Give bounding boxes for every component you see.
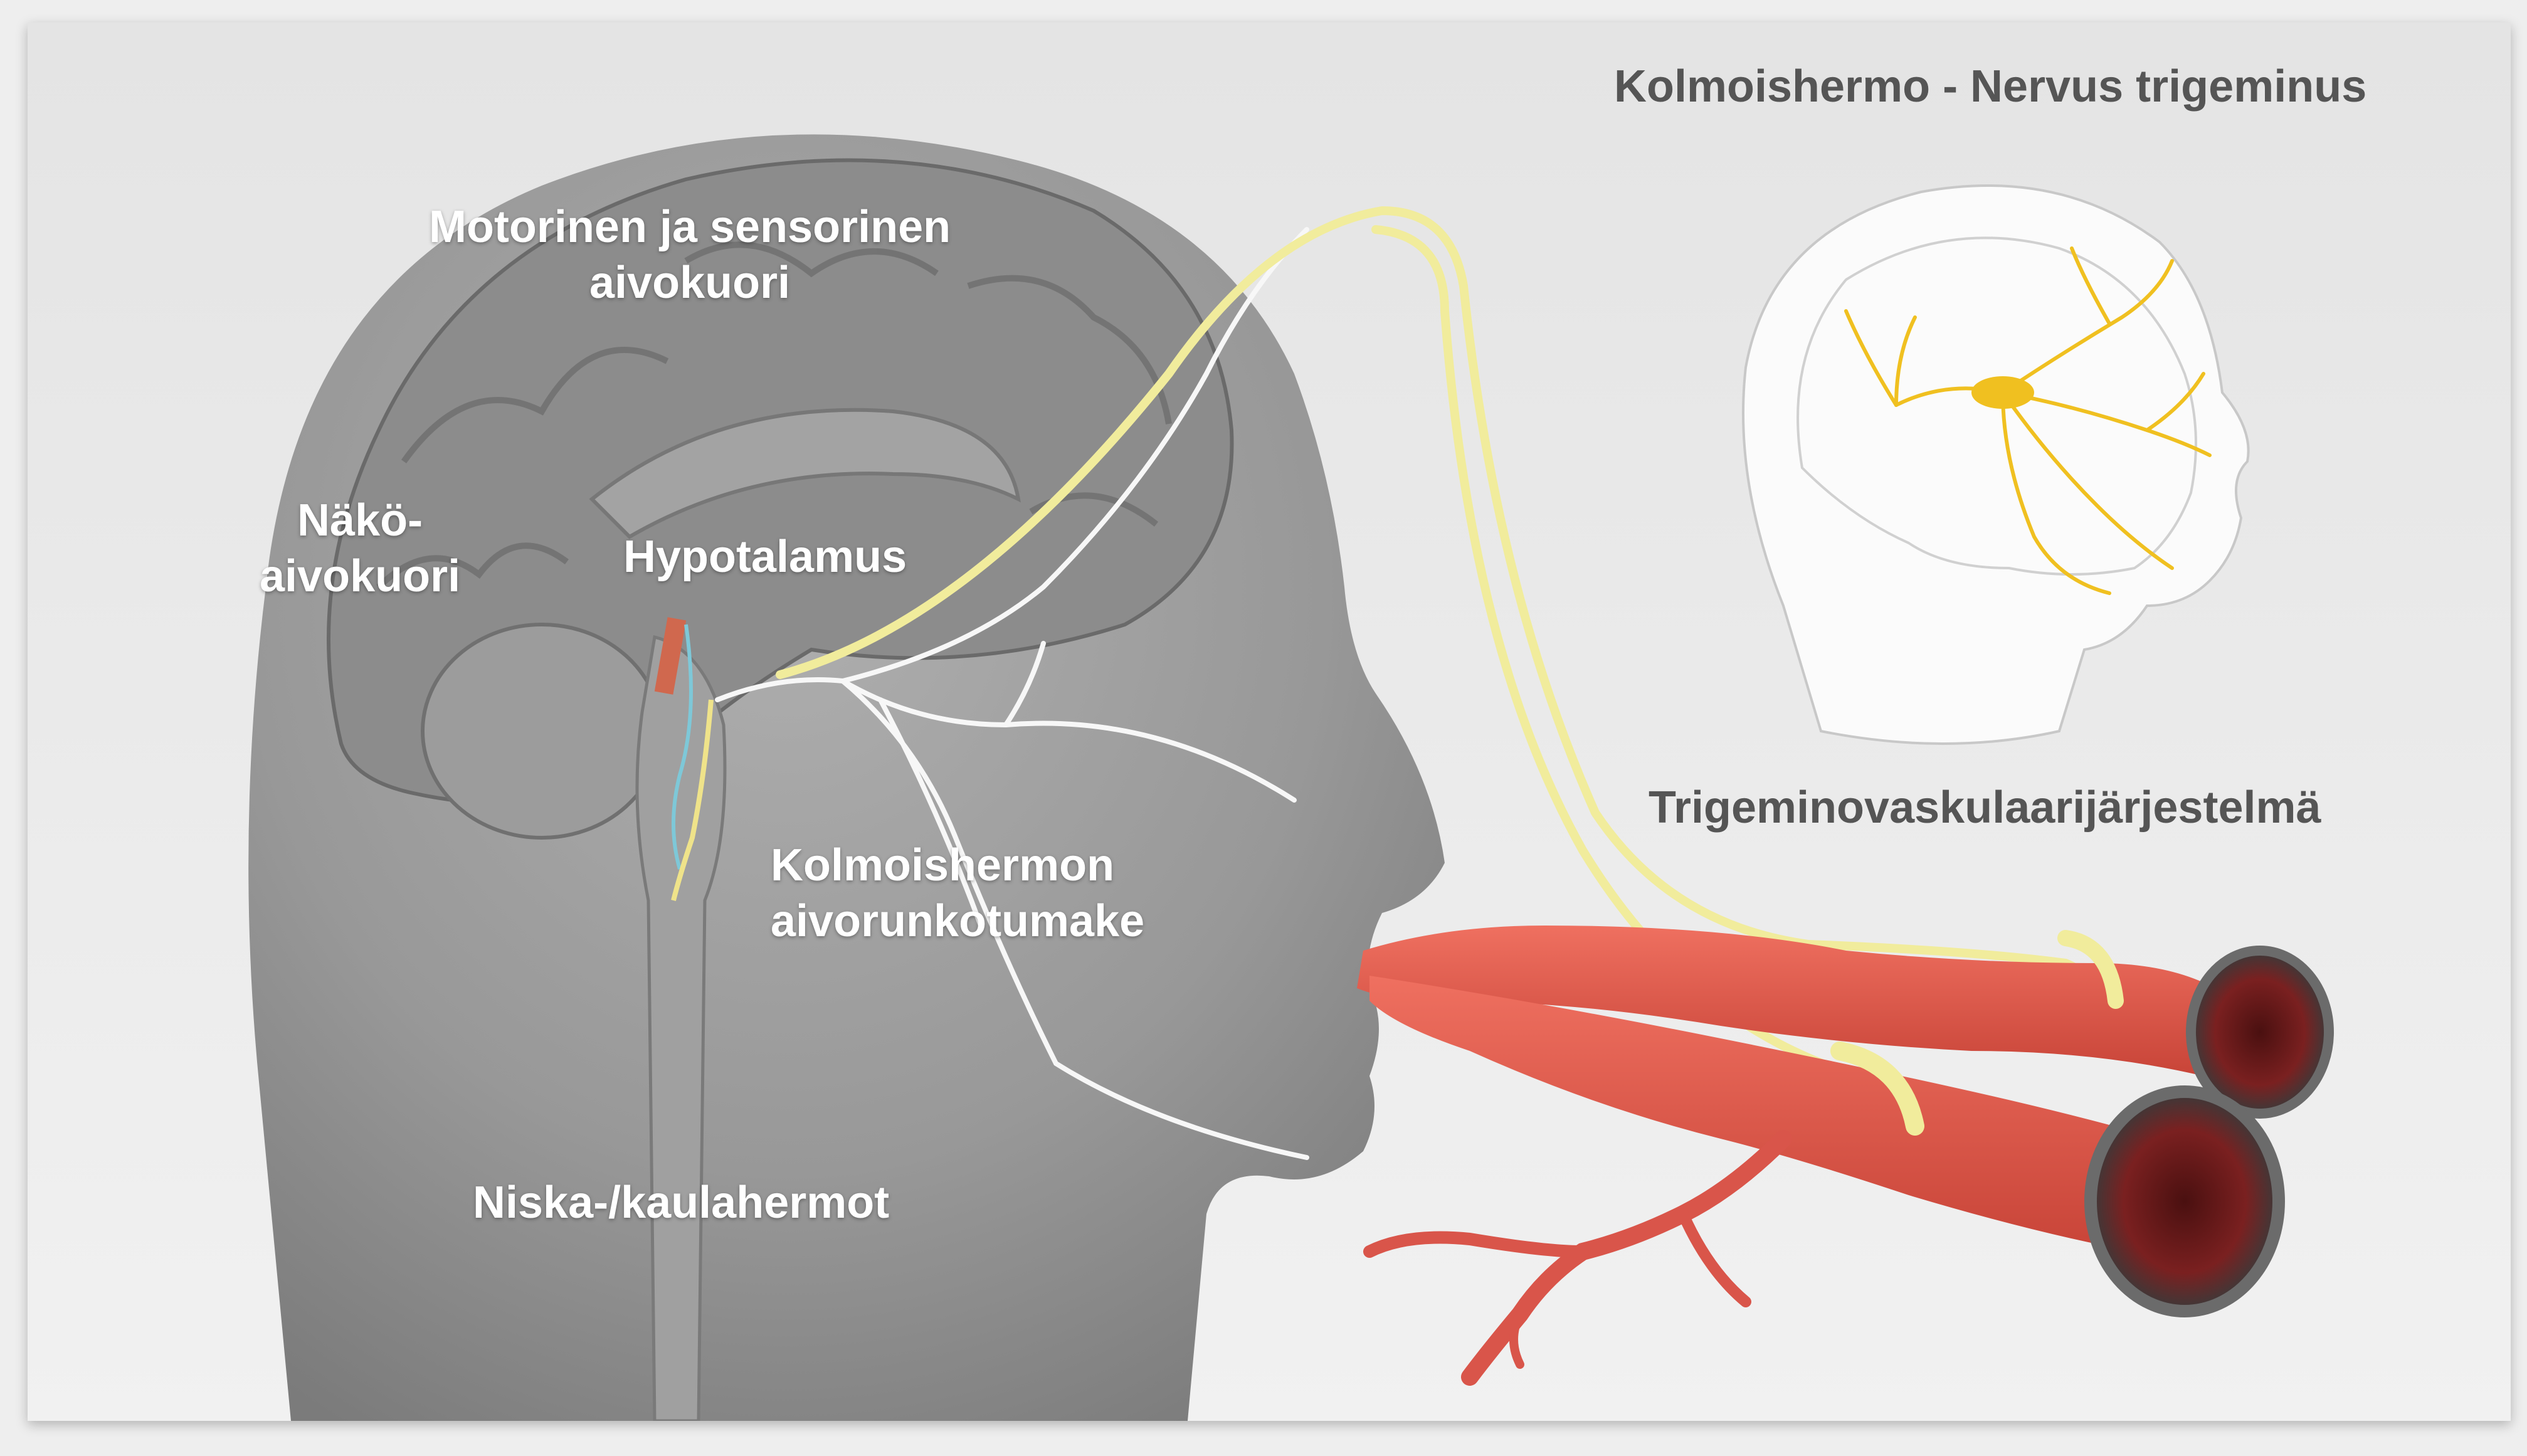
vessel-end-lower [2091,1092,2279,1311]
slide: Motorinen ja sensorinen aivokuori Näkö- … [28,23,2511,1421]
label-visual-cortex: Näkö- aivokuori [260,493,460,605]
vessel-end-upper [2191,951,2329,1114]
inset-title: Kolmoishermo - Nervus trigeminus [1614,59,2366,115]
label-neck-nerves: Niska-/kaulahermot [473,1175,889,1231]
label-trigeminal-nucleus: Kolmoishermon aivorunkotumake [771,838,1144,950]
label-trigeminovascular-system: Trigeminovaskulaarijärjestelmä [1649,780,2321,836]
inset-head-outline [1743,186,2249,744]
trigeminal-inset-drawing [1708,167,2272,769]
label-hypothalamus: Hypotalamus [623,529,907,585]
arteries [1357,926,2329,1377]
label-motor-sensory-cortex: Motorinen ja sensorinen aivokuori [429,199,951,312]
inset-ganglion [1971,376,2034,409]
cerebellum [423,625,661,838]
